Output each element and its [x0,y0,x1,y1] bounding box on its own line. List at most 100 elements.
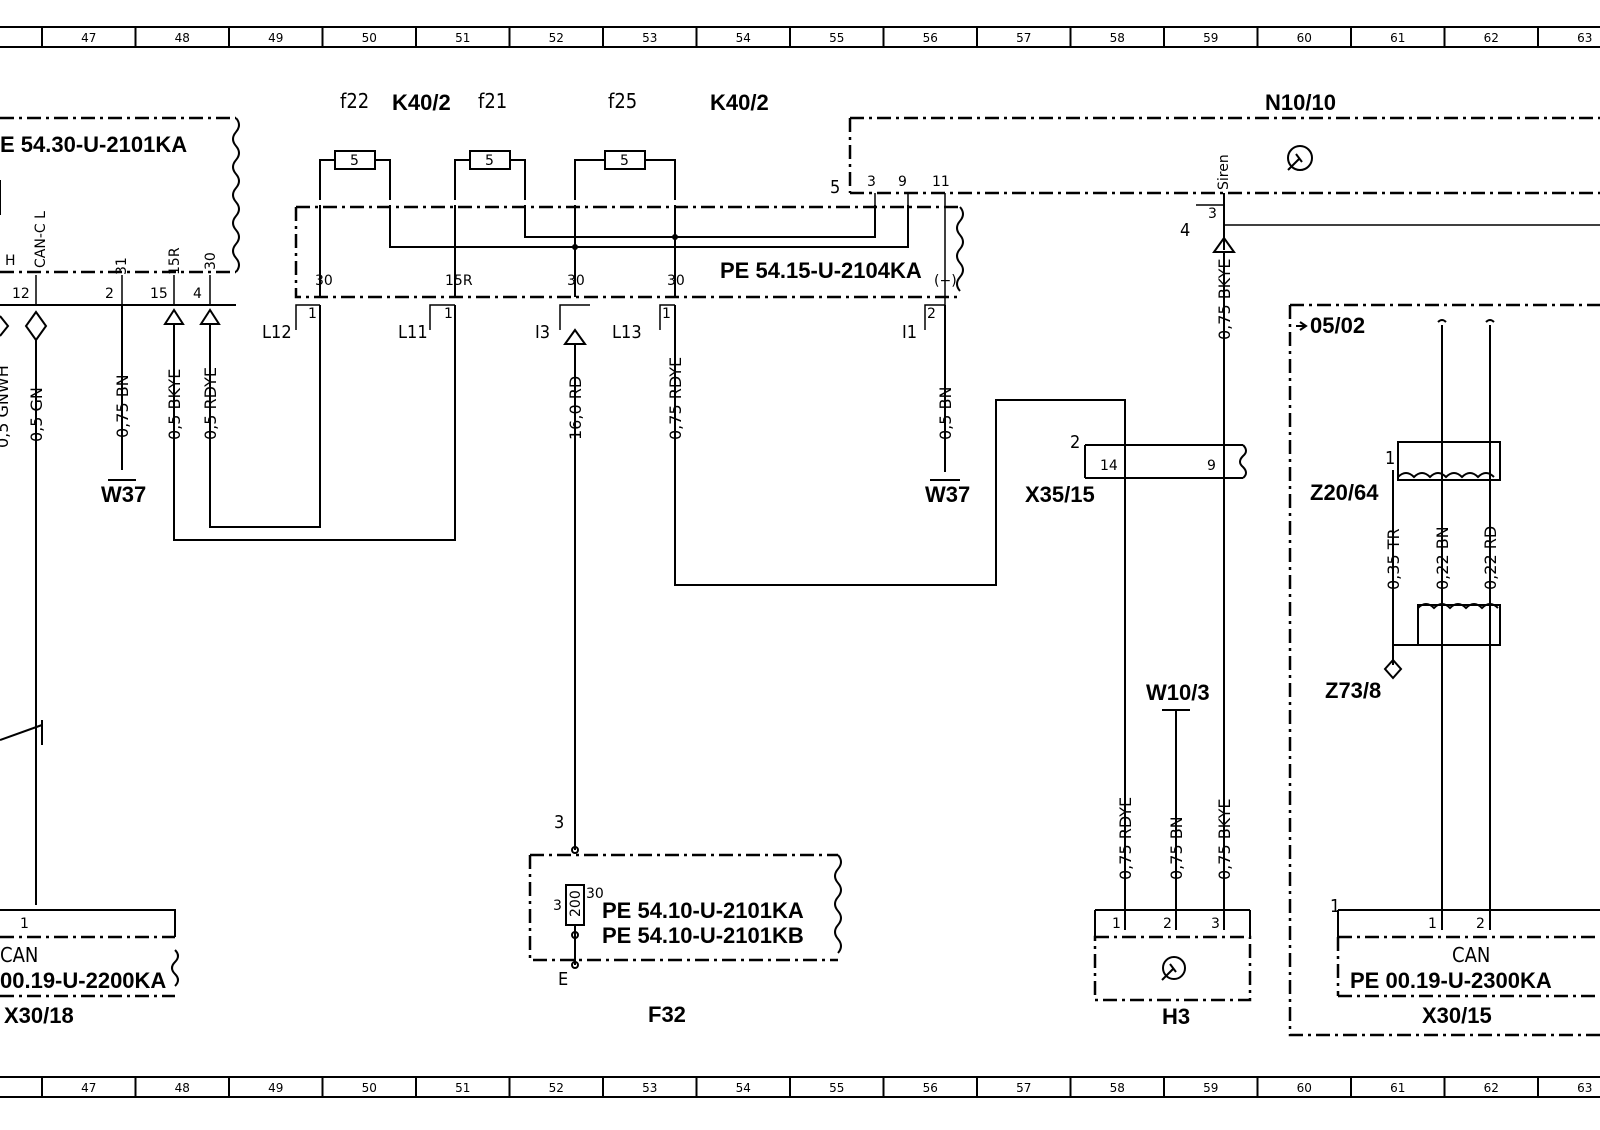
k40-wires: 16,0 RD 0,75 RDYE 0,5 BN W37 [566,305,1126,850]
svg-text:3: 3 [867,174,876,190]
svg-text:3: 3 [554,812,564,833]
svg-text:1: 1 [444,306,453,322]
svg-text:3: 3 [1208,206,1217,222]
grid-number: 61 [1390,31,1405,45]
x35-15-label: X35/15 [1025,482,1095,507]
w10-3-label: W10/3 [1146,680,1210,705]
grid-number: 58 [1110,31,1125,45]
grid-number: 49 [268,1081,283,1095]
wire-gn: 0,5 GN [27,387,46,442]
f32-label: F32 [648,1002,686,1027]
ref-05-02: 05/02 [1310,313,1365,338]
w37-right-label: W37 [925,482,970,507]
x30-15-ref: PE 00.19-U-2300KA [1350,968,1552,993]
svg-text:4: 4 [1180,220,1190,241]
h3-horn: W10/3 0,75 RDYE 0,75 BN 0,75 BKYE 1 2 3 … [1093,680,1252,1029]
svg-text:11: 11 [932,174,950,190]
svg-text:1: 1 [1428,916,1437,932]
svg-text:CAN: CAN [1452,943,1490,967]
x35-15-connector: 2 14 9 X35/15 [1025,432,1247,930]
grid-number: 47 [81,31,96,45]
can-section-05-02: 05/02 1 Z20/64 0,35 TR 0,22 BN 0,22 RD Z… [1288,303,1600,1037]
fuse-f22-label: f22 [340,89,369,113]
pin-2: 2 [105,286,114,302]
connector-arrows [163,308,221,325]
svg-text:30: 30 [667,273,685,289]
k40-2-label-b: K40/2 [710,90,769,115]
grid-number: 59 [1203,31,1218,45]
i3-label: I3 [535,322,550,343]
grid-number: 61 [1390,1081,1405,1095]
svg-text:CAN: CAN [0,943,38,967]
svg-text:E: E [558,969,568,990]
pin-15r: 15R [167,247,183,275]
svg-text:9: 9 [1207,458,1216,474]
grid-number: 50 [362,1081,377,1095]
k40-2-label-a: K40/2 [392,90,451,115]
l12-label: L12 [262,322,292,343]
wire-rdye-075: 0,75 RDYE [666,357,685,440]
pin-4: 4 [193,286,202,302]
grid-number: 62 [1484,1081,1499,1095]
left-module: E 54.30-U-2101KA H CAN-C L 12 2 31 15 15… [0,116,456,905]
wire-bkye-05: 0,5 BKYE [165,369,184,440]
fuse-f25-label: f25 [608,89,637,113]
pin-h: H [5,253,16,269]
svg-text:5: 5 [485,153,494,169]
svg-text:2: 2 [1163,916,1172,932]
grid-number: 51 [455,1081,470,1095]
grid-number: 55 [829,31,844,45]
grid-number: 62 [1484,31,1499,45]
h3-label: H3 [1162,1004,1190,1029]
wire-gnwh: 0,5 GNWH [0,365,12,448]
grid-number: 56 [923,1081,938,1095]
bottom-grid-strip [0,1076,1600,1098]
grid-number: 54 [736,1081,751,1095]
x30-15-label: X30/15 [1422,1003,1492,1028]
svg-text:5: 5 [830,177,840,198]
x30-18-ref: 00.19-U-2200KA [0,968,166,993]
z73-8-label: Z73/8 [1325,678,1381,703]
fuse-f21 [469,150,511,170]
wire-bkye-075-top: 0,75 BKYE [1215,259,1234,341]
svg-text:2: 2 [1476,916,1485,932]
svg-text:30: 30 [586,886,604,902]
i1-label: I1 [902,322,917,343]
grid-number: 52 [549,1081,564,1095]
wire-rdye-h3: 0,75 RDYE [1116,797,1135,880]
svg-text:1: 1 [20,916,29,932]
w37-left-label: W37 [101,482,146,507]
f32-ref-b: PE 54.10-U-2101KB [602,923,804,948]
i3-arrow [563,328,587,345]
svg-text:2: 2 [1070,432,1080,453]
top-grid-strip [0,26,1600,48]
can-l-diamond [0,310,48,342]
grid-number: 63 [1577,31,1592,45]
pe-ref-54-15: PE 54.15-U-2104KA [720,258,922,283]
grid-number: 52 [549,31,564,45]
z20-64-label: Z20/64 [1310,480,1379,505]
grid-number: 60 [1297,1081,1312,1095]
horn-icon [1161,956,1186,981]
wire-tr: 0,35 TR [1384,528,1403,590]
grid-number: 51 [455,31,470,45]
n10-10-module: N10/10 5 3 9 11 Siren 4 3 0,75 BKYE [830,90,1600,930]
l11-label: L11 [398,322,428,343]
l13-label: L13 [612,322,642,343]
k40-2-fuse-block: f22 K40/2 f21 f25 K40/2 5 5 5 PE 54.15-U… [262,89,964,345]
n10-10-label: N10/10 [1265,90,1336,115]
grid-number: 55 [829,1081,844,1095]
svg-text:3: 3 [553,898,562,914]
wire-bn-075: 0,75 BN [113,374,132,438]
grid-number: 63 [1577,1081,1592,1095]
svg-text:15R: 15R [445,273,473,289]
svg-text:Siren: Siren [1216,154,1232,190]
grid-number: 58 [1110,1081,1125,1095]
svg-text:2: 2 [927,306,936,322]
svg-text:30: 30 [567,273,585,289]
fuse-f21-label: f21 [478,89,507,113]
f32-fuse-box: 3 200 3 30 E PE 54.10-U-2101KA PE 54.10-… [528,812,842,1027]
svg-text:5: 5 [620,153,629,169]
